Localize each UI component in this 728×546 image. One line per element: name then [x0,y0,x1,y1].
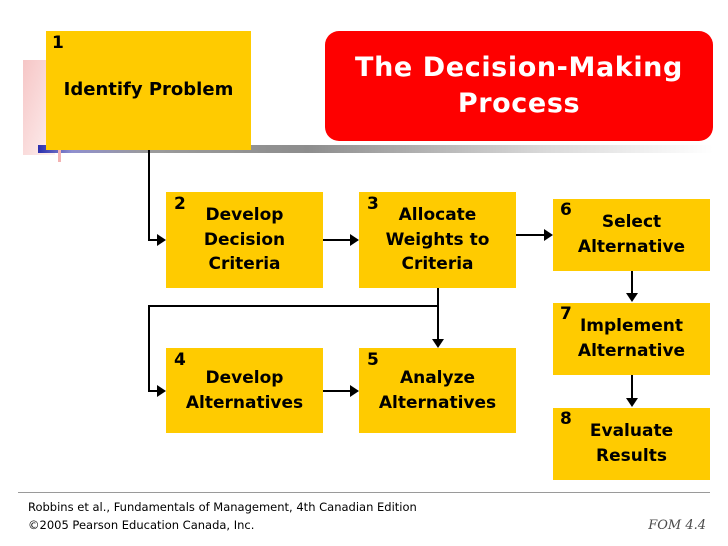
connector-3-to-6 [516,234,544,236]
footer-divider [18,492,710,493]
footer-citation: Robbins et al., Fundamentals of Manageme… [28,499,417,535]
step-box-analyze-alternatives[interactable]: Analyze Alternatives [359,348,516,433]
step-label-5: Analyze Alternatives [378,367,497,413]
step-label-2: Develop Decision Criteria [203,205,286,275]
step-number-3: 3 [367,194,379,214]
arrowhead-6-to-7-icon [626,293,638,302]
step-box-implement-alternative[interactable]: Implement Alternative [553,303,710,375]
step-number-2: 2 [174,194,186,214]
step-number-7: 7 [560,304,572,324]
step-number-4: 4 [174,350,186,370]
step-label-1: Identify Problem [63,79,234,101]
arrowhead-4-to-5-icon [350,385,359,397]
arrowhead-3-to-5-icon [432,339,444,348]
decorative-gradient-bar [38,145,713,153]
footer-slide-code: FOM 4.4 [648,518,706,533]
step-box-develop-decision-criteria[interactable]: Develop Decision Criteria [166,192,323,288]
arrowhead-1-to-2-icon [157,234,166,246]
connector-7-to-8 [631,375,633,399]
slide-title-box: The Decision-Making Process [325,31,713,141]
footer-citation-line2: ©2005 Pearson Education Canada, Inc. [28,517,255,532]
arrowhead-7-to-8-icon [626,398,638,407]
arrowhead-2-to-4-icon [157,385,166,397]
step-box-evaluate-results[interactable]: Evaluate Results [553,408,710,480]
arrowhead-3-to-6-icon [544,229,553,241]
step-number-6: 6 [560,200,572,220]
connector-2-to-4-entry [148,390,158,392]
step-label-4: Develop Alternatives [185,367,304,413]
footer-citation-line1: Robbins et al., Fundamentals of Manageme… [28,500,417,514]
connector-2-to-4-vertical [148,305,150,391]
step-box-identify-problem[interactable]: Identify Problem [46,31,251,150]
step-number-1: 1 [52,33,64,53]
connector-3-to-5 [437,288,439,340]
page-title: The Decision-Making Process [355,51,683,119]
connector-1-to-2-vertical [148,150,150,240]
step-number-8: 8 [560,409,572,429]
step-box-select-alternative[interactable]: Select Alternative [553,199,710,271]
connector-2-to-4-top [148,305,438,307]
step-number-5: 5 [367,350,379,370]
connector-4-to-5 [323,390,350,392]
step-box-develop-alternatives[interactable]: Develop Alternatives [166,348,323,433]
arrowhead-2-to-3-icon [350,234,359,246]
connector-6-to-7 [631,271,633,294]
connector-2-to-3 [323,239,350,241]
step-label-8: Evaluate Results [589,421,674,466]
step-label-6: Select Alternative [577,212,686,257]
connector-1-to-2-horizontal [148,239,158,241]
step-label-3: Allocate Weights to Criteria [385,205,490,275]
step-label-7: Implement Alternative [577,316,686,361]
step-box-allocate-weights-to-criteria[interactable]: Allocate Weights to Criteria [359,192,516,288]
decorative-tick-mark [58,150,61,162]
